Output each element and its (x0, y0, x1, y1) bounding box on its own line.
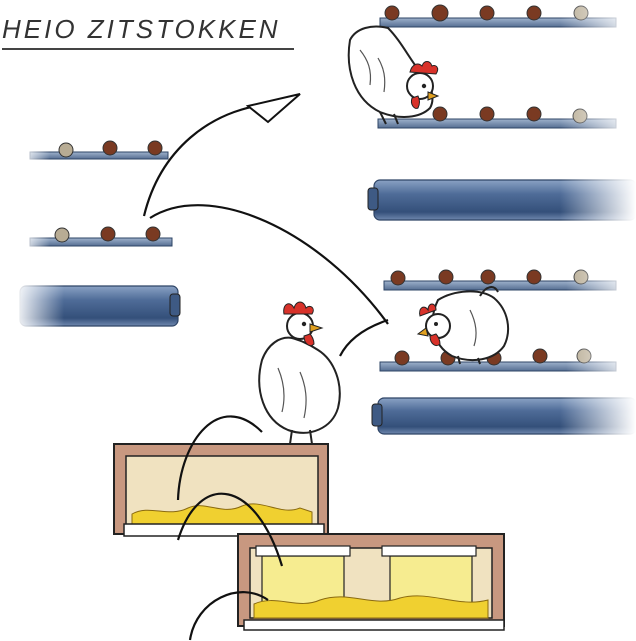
right-rail-third (383, 268, 636, 296)
jump-arrows (142, 102, 389, 641)
right-pipe-upper (367, 176, 636, 224)
left-pipe (14, 282, 181, 330)
caption-underline (2, 48, 294, 50)
hen-middle-perch (416, 286, 510, 365)
right-rail-fourth (379, 348, 636, 376)
right-pipe-lower (371, 394, 636, 438)
right-rail-second (377, 104, 636, 132)
hen-on-nest (258, 301, 341, 445)
arrow-head (245, 93, 301, 124)
left-rail-lower (20, 226, 173, 250)
caption: HEIO ZITSTOKKEN (0, 8, 300, 50)
caption-text: HEIO ZITSTOKKEN (2, 14, 281, 44)
hen-top-perch (347, 25, 440, 125)
left-rail-upper (20, 140, 169, 164)
nest-box-lower (237, 533, 505, 631)
right-rail-top (379, 4, 636, 32)
nest-box-upper (113, 443, 329, 537)
